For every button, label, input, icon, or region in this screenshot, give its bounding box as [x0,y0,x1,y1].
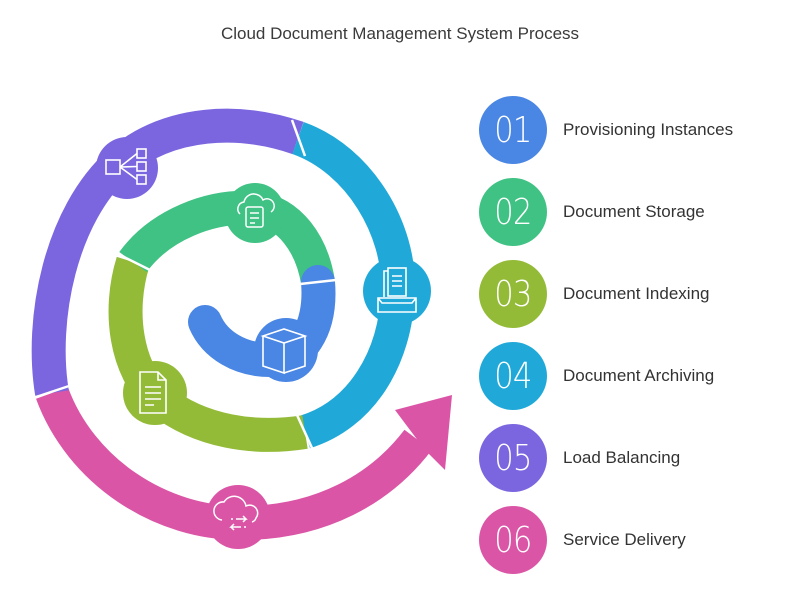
hierarchy-icon [96,137,158,199]
step-01: 01 Provisioning Instances [479,96,733,164]
step-05: 05 Load Balancing [479,424,680,492]
document-icon [123,361,187,425]
step-badge: 03 [479,260,547,328]
step-04: 04 Document Archiving [479,342,714,410]
cloud-transfer-icon [206,485,270,549]
step-label: Document Storage [563,202,705,221]
cloud-document-icon [225,183,285,243]
segment-separators [32,119,337,449]
step-03: 03 Document Indexing [479,260,709,328]
step-label: Document Indexing [563,284,710,303]
step-06: 06 Service Delivery [479,506,686,574]
step-label: Provisioning Instances [563,120,734,139]
diagram-title: Cloud Document Management System Process [220,24,580,43]
step-badge: 05 [479,424,547,492]
step-badge: 06 [479,506,547,574]
cube-icon [254,318,318,382]
step-badge: 01 [479,96,547,164]
step-badge: 02 [479,178,547,246]
step-02: 02 Document Storage [479,178,705,246]
segment-document-storage [119,190,335,286]
step-label: Document Archiving [563,366,715,385]
step-label: Load Balancing [563,448,681,467]
step-badge: 04 [479,342,547,410]
archive-tray-icon [363,257,431,325]
step-label: Service Delivery [563,530,686,549]
